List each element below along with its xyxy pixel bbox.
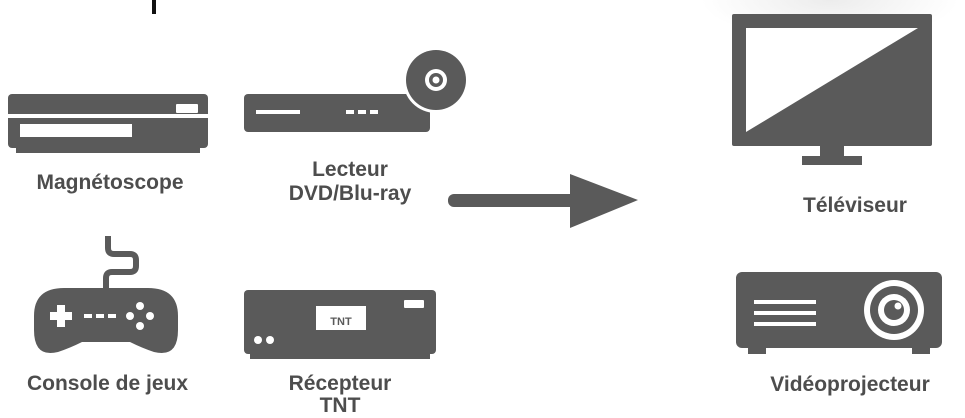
tnt-screen-text: TNT xyxy=(330,316,352,328)
dvd-player-icon xyxy=(244,47,469,132)
vcr-icon xyxy=(8,94,208,153)
arrow-right-icon xyxy=(448,174,638,228)
projector-label: Vidéoprojecteur xyxy=(770,373,930,396)
dvd-label-line2: DVD/Blu-ray xyxy=(288,182,412,205)
tv-icon xyxy=(732,14,932,165)
tnt-receiver-icon xyxy=(244,290,436,359)
tnt-label-line1: Récepteur xyxy=(288,372,392,395)
tnt-label-line2: TNT xyxy=(319,394,361,417)
gamepad-icon xyxy=(34,236,178,354)
console-label: Console de jeux xyxy=(26,372,189,395)
tv-label: Téléviseur xyxy=(803,194,907,217)
projector-icon xyxy=(736,272,942,354)
dvd-label-line1: Lecteur xyxy=(312,158,388,181)
text-cursor xyxy=(152,0,156,14)
vcr-label: Magnétoscope xyxy=(36,171,184,194)
